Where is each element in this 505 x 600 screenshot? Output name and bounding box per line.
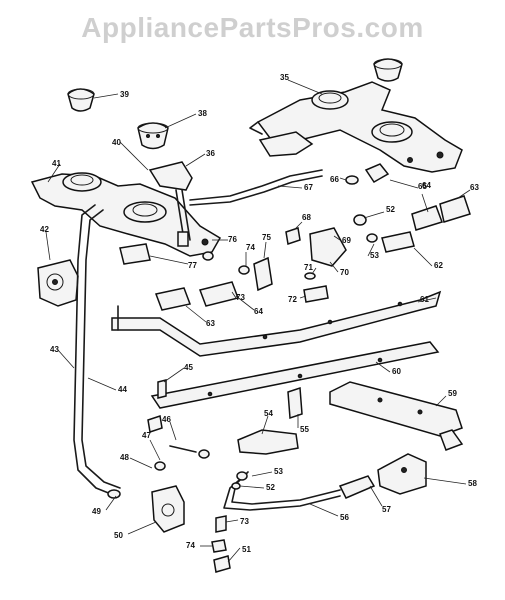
callout-61: 61 bbox=[420, 295, 429, 304]
gas-valve bbox=[37, 259, 79, 307]
callout-49: 49 bbox=[92, 507, 101, 516]
callout-52-lower: 52 bbox=[266, 483, 275, 492]
callout-41: 41 bbox=[52, 159, 61, 168]
callout-64-lower: 64 bbox=[254, 307, 263, 316]
callout-42: 42 bbox=[40, 225, 49, 234]
callout-72: 72 bbox=[288, 295, 297, 304]
burner-assembly-left bbox=[30, 172, 222, 257]
callout-40: 40 bbox=[112, 138, 121, 147]
ignitor-bracket bbox=[148, 161, 193, 247]
callout-38: 38 bbox=[198, 109, 207, 118]
callout-48: 48 bbox=[120, 453, 129, 462]
manifold-rail-upper bbox=[111, 290, 442, 357]
callout-43: 43 bbox=[50, 345, 59, 354]
callout-74: 74 bbox=[246, 243, 255, 252]
manifold-tube bbox=[189, 169, 323, 206]
burner-cap-left bbox=[67, 88, 95, 112]
callout-44: 44 bbox=[118, 385, 127, 394]
callout-66: 66 bbox=[330, 175, 339, 184]
callout-73-lower: 73 bbox=[240, 517, 249, 526]
callout-71: 71 bbox=[304, 263, 313, 272]
callout-63: 63 bbox=[470, 183, 479, 192]
mount-bracket-58 bbox=[377, 453, 427, 495]
callout-53-lower: 53 bbox=[274, 467, 283, 476]
callout-labels: 35 39 38 40 36 41 67 66 65 64 63 42 76 7… bbox=[40, 73, 479, 554]
callout-55: 55 bbox=[300, 425, 309, 434]
callout-77: 77 bbox=[188, 261, 197, 270]
callout-47: 47 bbox=[142, 431, 151, 440]
callout-67: 67 bbox=[304, 183, 313, 192]
callout-69: 69 bbox=[342, 236, 351, 245]
callout-73: 73 bbox=[236, 293, 245, 302]
supply-tube-pair bbox=[73, 204, 121, 497]
burner-assembly-right bbox=[249, 81, 463, 173]
callout-36: 36 bbox=[206, 149, 215, 158]
callout-70: 70 bbox=[340, 268, 349, 277]
callout-57: 57 bbox=[382, 505, 391, 514]
small-parts bbox=[107, 131, 471, 573]
callout-46: 46 bbox=[162, 415, 171, 424]
callout-35: 35 bbox=[280, 73, 289, 82]
callout-60: 60 bbox=[392, 367, 401, 376]
orifice-fitting-57 bbox=[338, 475, 376, 499]
callout-75: 75 bbox=[262, 233, 271, 242]
callout-65: 65 bbox=[418, 182, 427, 191]
burner-head bbox=[137, 122, 169, 150]
callout-52: 52 bbox=[386, 205, 395, 214]
leader-lines bbox=[45, 79, 471, 563]
callout-74-lower: 74 bbox=[186, 541, 195, 550]
manifold-rail-lower bbox=[150, 341, 440, 409]
callout-45: 45 bbox=[184, 363, 193, 372]
callout-68: 68 bbox=[302, 213, 311, 222]
callout-76: 76 bbox=[228, 235, 237, 244]
callout-56: 56 bbox=[340, 513, 349, 522]
callout-54: 54 bbox=[264, 409, 273, 418]
callout-64: 64 bbox=[422, 181, 431, 190]
callout-50: 50 bbox=[114, 531, 123, 540]
callout-53: 53 bbox=[370, 251, 379, 260]
burner-bracket-59 bbox=[329, 381, 464, 451]
burner-cap-right bbox=[373, 58, 403, 82]
thermostat-valve bbox=[151, 485, 185, 533]
callout-63-lower: 63 bbox=[206, 319, 215, 328]
callout-39: 39 bbox=[120, 90, 129, 99]
callout-62: 62 bbox=[434, 261, 443, 270]
callout-51: 51 bbox=[242, 545, 251, 554]
callout-59: 59 bbox=[448, 389, 457, 398]
callout-58: 58 bbox=[468, 479, 477, 488]
